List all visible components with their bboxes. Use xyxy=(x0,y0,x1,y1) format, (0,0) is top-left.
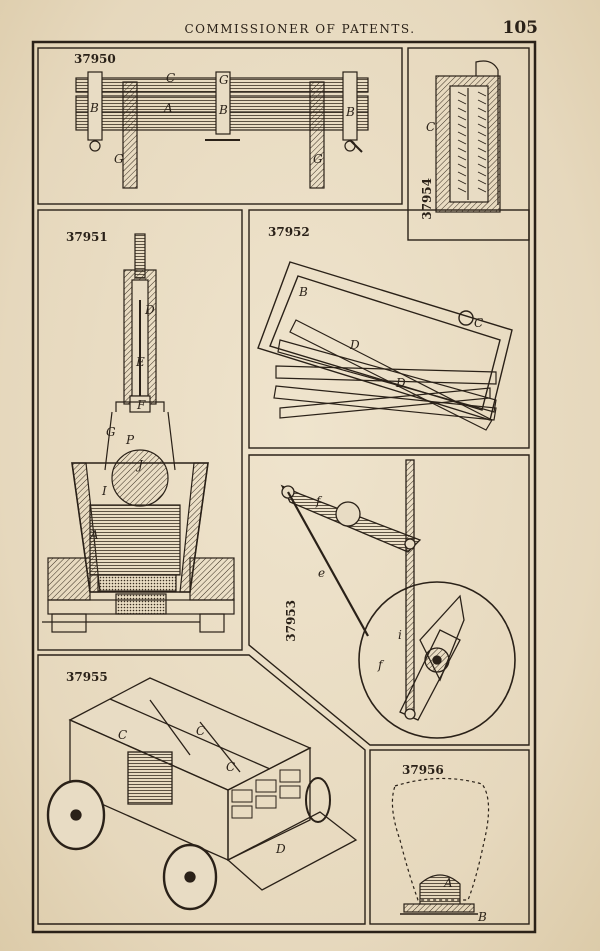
fig37955-letter: C xyxy=(196,724,206,738)
fig37951-letter: I xyxy=(102,484,107,498)
fig37950-letter: B xyxy=(346,105,355,119)
fig37950-letter: G xyxy=(114,152,124,166)
figure-37950-drawing xyxy=(75,71,369,189)
fig37956-letter: B xyxy=(478,910,487,924)
fig37950-letter: G xyxy=(313,152,323,166)
figure-label-37955: 37955 xyxy=(66,670,108,684)
figure-37951-drawing xyxy=(42,233,235,633)
fig37953-letter: i xyxy=(398,628,402,642)
figure-37953-drawing xyxy=(280,459,516,739)
figure-label-37952: 37952 xyxy=(268,225,310,239)
fig37950-letter: B xyxy=(219,103,228,117)
figure-37952-drawing xyxy=(257,261,513,431)
fig37955-letter: C xyxy=(226,760,236,774)
figure-label-37953: 37953 xyxy=(284,600,298,642)
figure-37954-drawing xyxy=(435,60,501,213)
fig37951-letter: E xyxy=(136,355,145,369)
fig37952-letter: D xyxy=(350,338,360,352)
fig37951-letter: J xyxy=(138,458,143,472)
figure-37955-drawing xyxy=(46,677,358,911)
fig37951-letter: F xyxy=(137,398,146,412)
page-number: 105 xyxy=(502,18,539,38)
fig37955-letter: C xyxy=(118,728,128,742)
fig37951-letter: G xyxy=(106,425,116,439)
panel-dividers xyxy=(37,47,530,925)
fig37953-letter: f xyxy=(378,658,383,672)
fig37956-letter: A xyxy=(444,876,453,890)
fig37952-letter: D xyxy=(396,376,406,390)
fig37950-letter: G xyxy=(219,73,229,87)
fig37951-letter: P xyxy=(126,433,135,447)
fig37951-letter: D xyxy=(145,303,155,317)
fig37952-letter: C xyxy=(474,316,484,330)
page-header-title: COMMISSIONER OF PATENTS. xyxy=(184,22,416,36)
fig37955-letter: D xyxy=(276,842,286,856)
figure-37956-drawing xyxy=(391,777,490,915)
fig37953-letter: f xyxy=(316,494,321,508)
fig37950-letter: B xyxy=(90,101,99,115)
figure-label-37954: 37954 xyxy=(420,178,434,220)
fig37954-letter: C xyxy=(426,120,436,134)
fig37951-letter: A xyxy=(90,528,99,542)
figure-label-37951: 37951 xyxy=(66,230,108,244)
fig37952-letter: B xyxy=(299,285,308,299)
fig37953-letter: e xyxy=(318,566,326,580)
figure-label-37956: 37956 xyxy=(402,763,444,777)
plate-frame xyxy=(31,40,537,934)
fig37950-letter: C xyxy=(166,71,176,85)
fig37950-letter: A xyxy=(164,101,173,115)
figure-label-37950: 37950 xyxy=(74,52,116,66)
